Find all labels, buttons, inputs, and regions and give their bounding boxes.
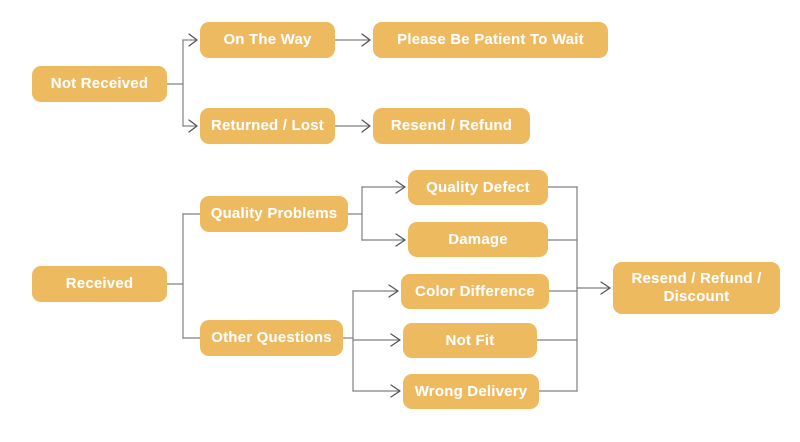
arrowhead-on-the-way [188,33,198,47]
node-resend-refund[interactable]: Resend / Refund [373,108,530,144]
arrowhead-color-difference [388,284,399,298]
node-received[interactable]: Received [32,266,167,302]
node-quality-defect[interactable]: Quality Defect [408,170,548,205]
arrowhead-please-wait [361,33,371,47]
node-not-fit[interactable]: Not Fit [403,323,537,358]
arrowhead-resend-refund [361,119,371,133]
arrowhead-damage [395,233,406,247]
node-color-difference[interactable]: Color Difference [401,274,549,309]
node-quality-problems[interactable]: Quality Problems [200,196,348,232]
node-on-the-way[interactable]: On The Way [200,22,335,58]
node-resend-refund-discount[interactable]: Resend / Refund / Discount [613,262,780,314]
node-please-be-patient-to-wait[interactable]: Please Be Patient To Wait [373,22,608,58]
node-returned-lost[interactable]: Returned / Lost [200,108,335,144]
arrowhead-quality-defect [395,180,406,194]
arrowhead-not-fit [390,333,401,347]
arrowhead-resend-refund-discount [600,281,611,295]
arrowhead-returned-lost [188,119,198,133]
node-wrong-delivery[interactable]: Wrong Delivery [403,374,539,409]
node-damage[interactable]: Damage [408,222,548,257]
arrowhead-wrong-delivery [390,384,401,398]
node-other-questions[interactable]: Other Questions [200,320,343,356]
node-not-received[interactable]: Not Received [32,66,167,102]
